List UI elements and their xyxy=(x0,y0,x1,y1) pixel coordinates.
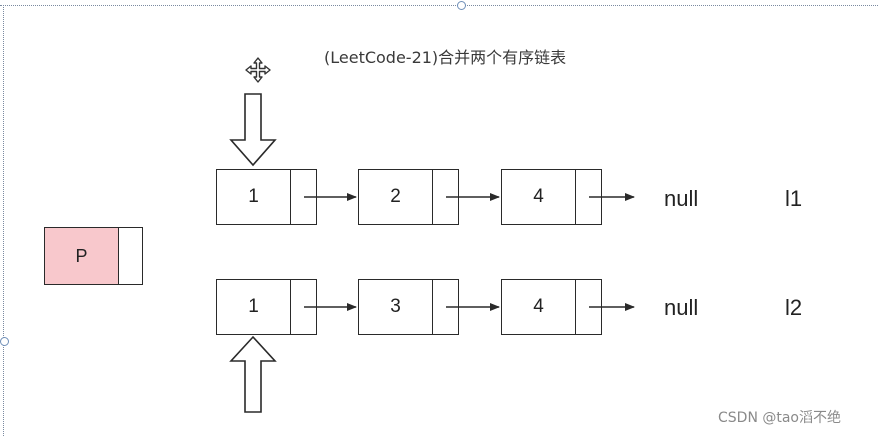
node-value: 4 xyxy=(502,280,576,334)
diagram-title: (LeetCode-21)合并两个有序链表 xyxy=(324,48,567,67)
node-value: 4 xyxy=(502,170,576,224)
list2-label: l2 xyxy=(785,295,803,320)
selection-frame-top xyxy=(0,5,878,6)
list1-head-arrow xyxy=(229,93,277,167)
node-value: 3 xyxy=(359,280,433,334)
pointer-node-p[interactable]: P xyxy=(44,227,143,285)
list1-node-3[interactable]: 4 xyxy=(501,169,602,225)
list1-node-1[interactable]: 1 xyxy=(216,169,317,225)
node-value: 2 xyxy=(359,170,433,224)
list2-head-arrow xyxy=(229,335,277,413)
list1-node-2[interactable]: 2 xyxy=(358,169,459,225)
node-value: 1 xyxy=(217,170,291,224)
watermark: CSDN @tao滔不绝 xyxy=(718,410,841,426)
resize-handle-top[interactable] xyxy=(457,1,466,10)
node-value: 1 xyxy=(217,280,291,334)
list2-null: null xyxy=(664,295,699,320)
list2-node-1[interactable]: 1 xyxy=(216,279,317,335)
list1-null: null xyxy=(664,186,699,211)
move-icon xyxy=(245,57,271,83)
resize-handle-left[interactable] xyxy=(0,337,9,346)
selection-frame-left xyxy=(3,5,4,436)
pointer-node-label: P xyxy=(45,228,119,284)
list1-label: l1 xyxy=(785,186,803,211)
list2-node-2[interactable]: 3 xyxy=(358,279,459,335)
